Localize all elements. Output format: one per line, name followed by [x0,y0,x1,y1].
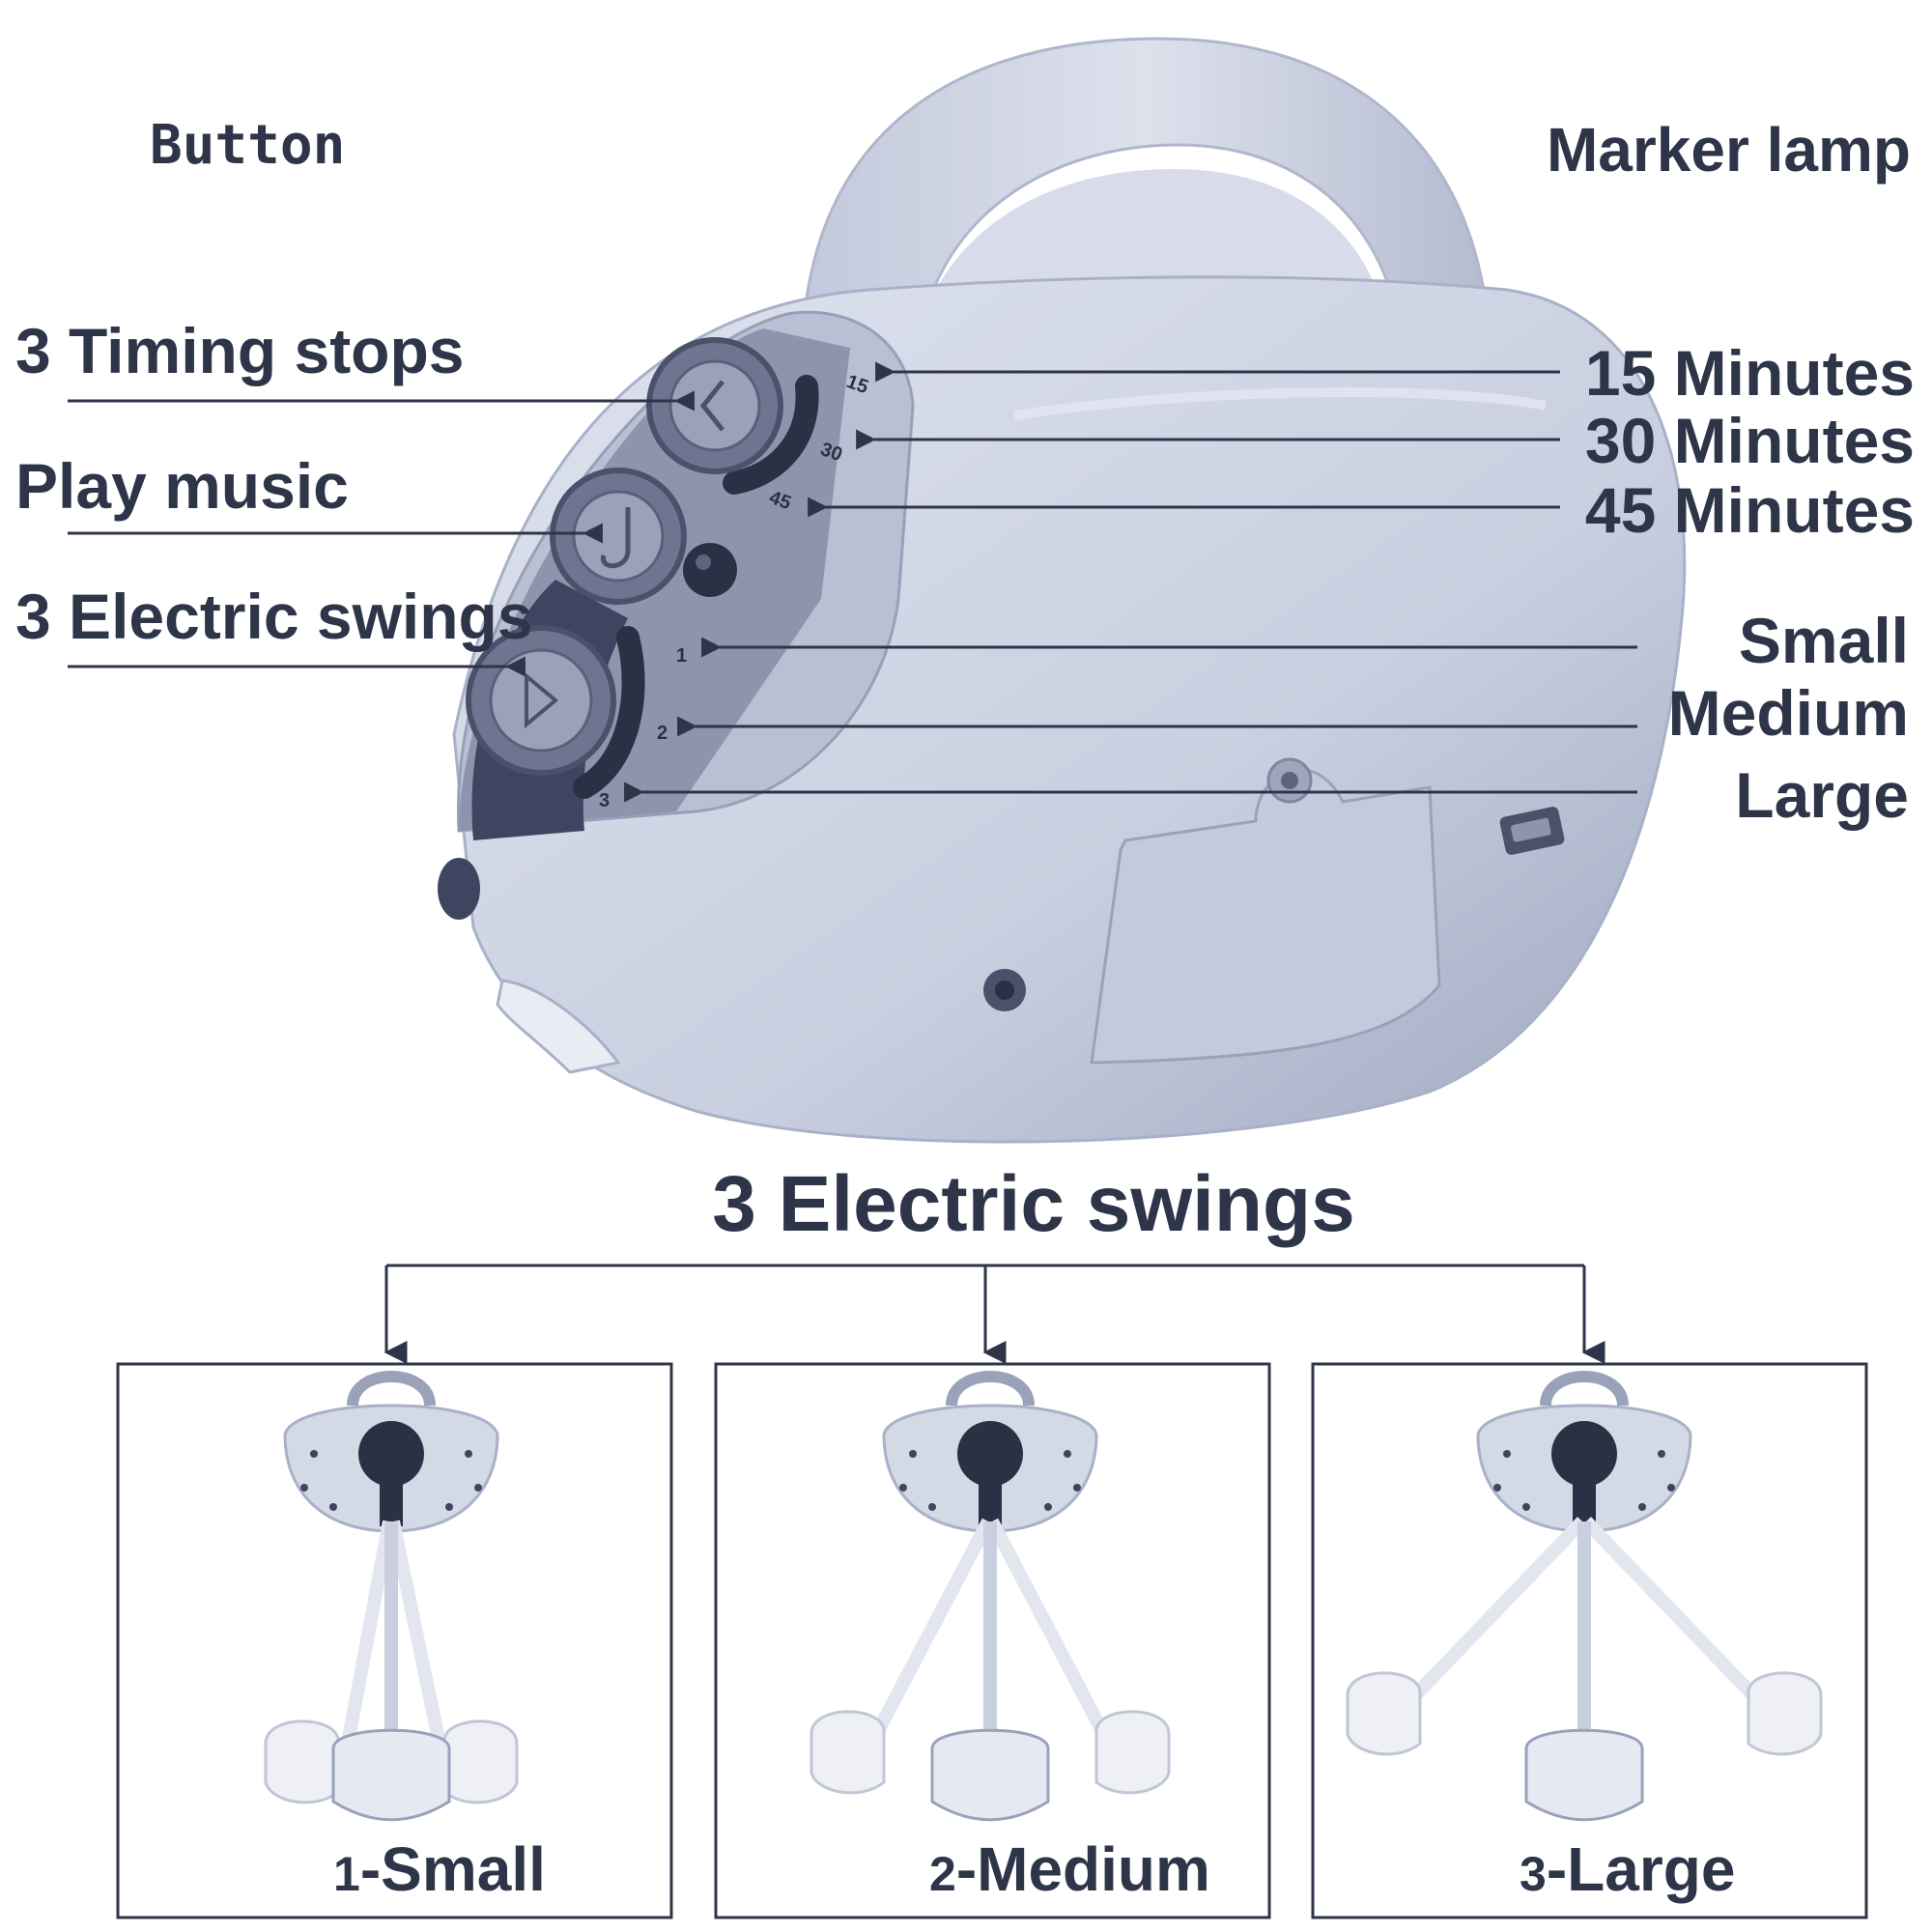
electric-swings-side-label: 3 Electric swings [15,581,533,652]
swing-box-small-label: 1-Small [333,1833,546,1905]
swing-mark-2: 2 [657,723,668,744]
play-music-label: Play music [15,450,349,522]
swing-illustration-large [1346,1371,1823,1822]
small-label: Small [1738,605,1909,676]
swings-bracket [384,1264,1605,1364]
indicator-light [683,543,737,597]
minutes-15-label: 15 Minutes [1584,337,1915,409]
swing-box-medium-label: 2-Medium [929,1833,1210,1905]
timer-button[interactable] [646,337,783,474]
swing-number: 1 [333,1847,360,1901]
large-label: Large [1735,759,1909,831]
leader-lines-right [624,361,1637,803]
swings-section-title: 3 Electric swings [712,1160,1355,1248]
swing-name: -Medium [955,1834,1210,1904]
timing-stops-label: 3 Timing stops [15,315,465,386]
swing-mark-1: 1 [676,645,687,667]
swing-illustration-medium [810,1371,1171,1822]
device-ports [983,807,1565,1011]
minutes-30-label: 30 Minutes [1584,405,1915,476]
minutes-45-label: 45 Minutes [1584,474,1915,546]
marker-lamp-label: Marker lamp [1546,115,1911,185]
play-icon [525,671,559,729]
side-knob [438,858,621,1074]
swing-number: 2 [929,1847,956,1901]
swing-number: 3 [1520,1847,1547,1901]
swing-box-large-label: 3-Large [1520,1833,1735,1905]
music-button[interactable] [550,468,687,605]
swing-name: -Small [359,1834,546,1904]
clock-icon [699,380,724,432]
swing-name: -Large [1546,1834,1736,1904]
leader-lines-left [68,390,695,677]
swing-mark-3: 3 [599,790,610,811]
button-label: Button [150,114,346,177]
music-note-icon [601,507,631,569]
medium-label: Medium [1667,677,1909,749]
swing-illustration-small [264,1371,519,1822]
